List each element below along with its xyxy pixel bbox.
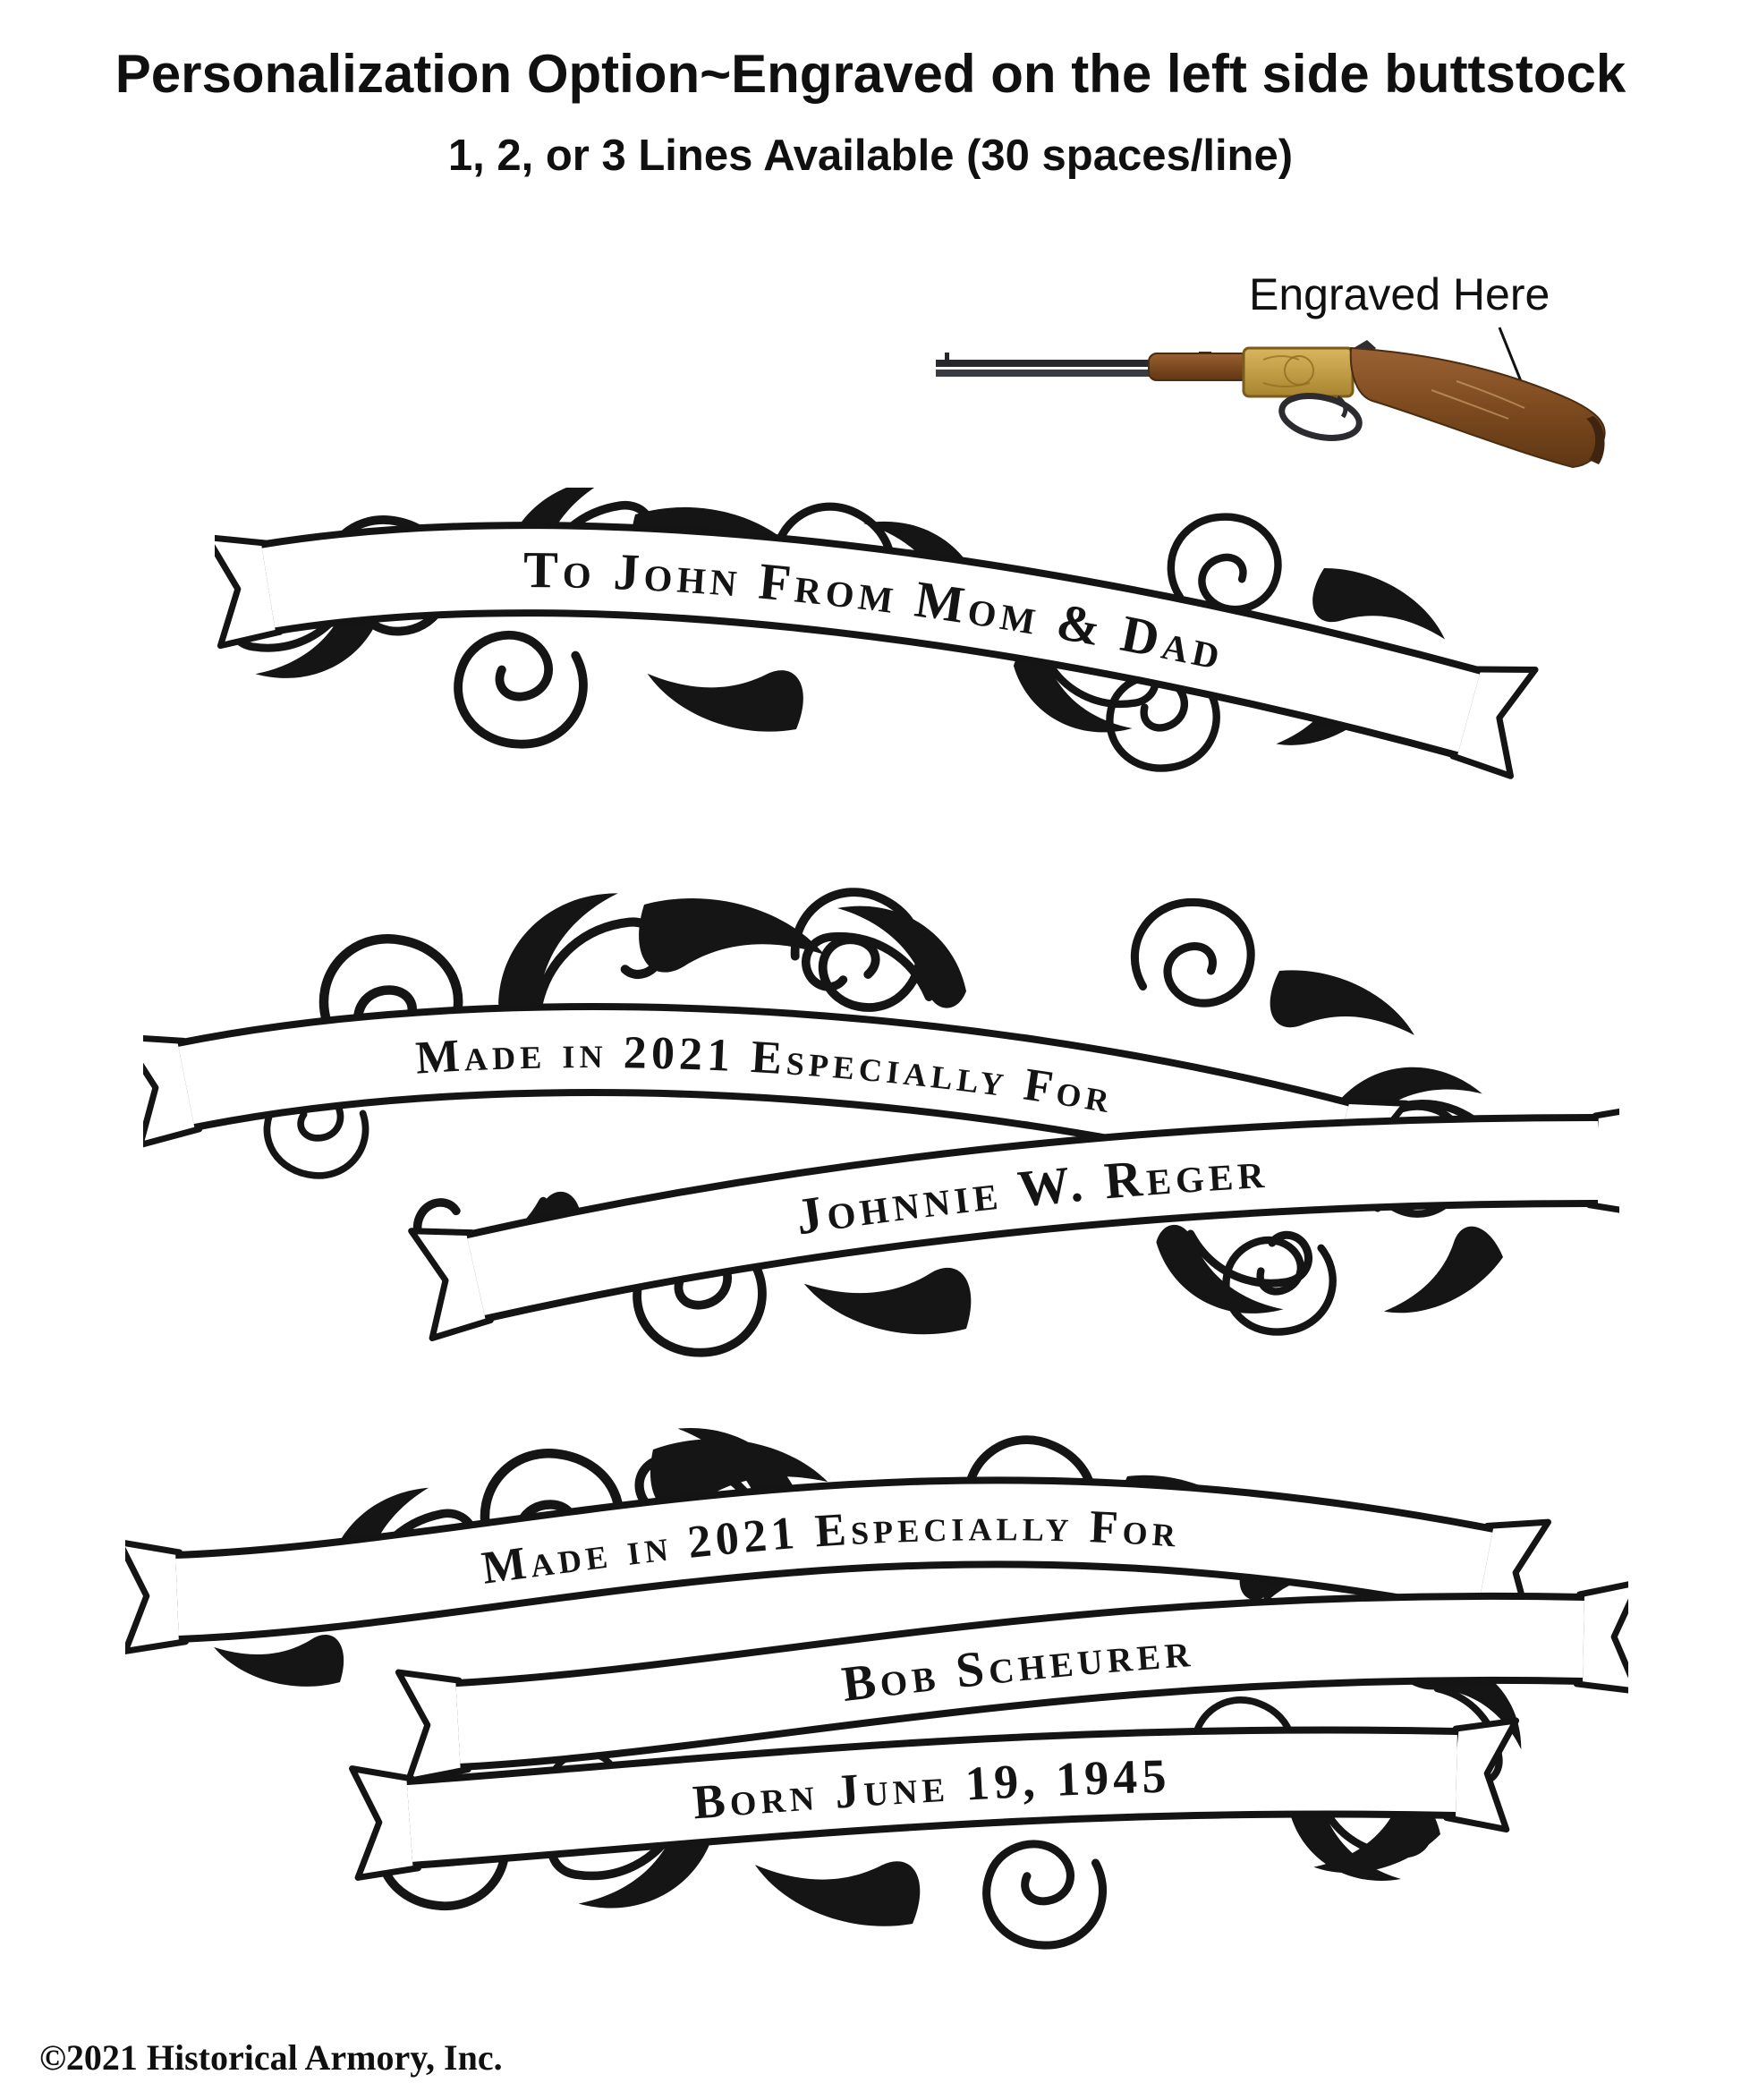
engraved-here-label: Engraved Here	[1249, 269, 1550, 319]
buttstock-engraving-hint	[1431, 380, 1525, 420]
rifle-illustration	[936, 327, 1606, 469]
engraving-sample-1-line: To John From Mom & Dad	[215, 488, 1539, 801]
rifle-lever-loop	[1278, 393, 1363, 441]
rifle-front-sight	[945, 353, 949, 361]
receiver-scrollwork	[1262, 355, 1311, 387]
rifle-illustration-parts	[936, 340, 1606, 469]
rifle-magazine-tube	[936, 370, 1240, 377]
page-subtitle: 1, 2, or 3 Lines Available (30 spaces/li…	[447, 132, 1294, 180]
rifle-barrel	[936, 360, 1244, 367]
copyright-notice: ©2021 Historical Armory, Inc.	[39, 2037, 503, 2078]
page-title: Personalization Option~Engraved on the l…	[115, 44, 1626, 104]
engraving-sample-3-line: Made in 2021 Especially For Bob Scheurer…	[125, 1414, 1628, 1968]
rifle-forearm	[1148, 353, 1250, 381]
rifle-trigger	[1336, 395, 1348, 419]
rifle-buttplate	[1586, 416, 1605, 464]
engraving-sample-2-line: Made in 2021 Especially For Johnnie W. R…	[143, 872, 1619, 1360]
